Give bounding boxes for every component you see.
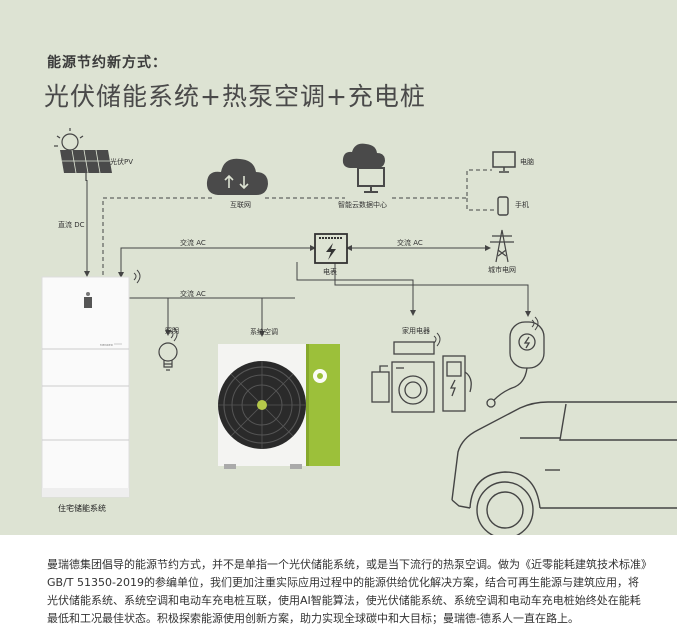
connection-lines [84, 180, 531, 337]
ac-edge-label-bottom: 交流 AC [180, 290, 206, 298]
computer-icon [492, 151, 516, 173]
diagram-graphics: MENRED [41, 128, 677, 535]
wifi-icon [170, 316, 539, 342]
meter-icon [314, 233, 348, 264]
computer-label: 电脑 [520, 158, 534, 166]
grid-label: 城市电网 [488, 266, 516, 274]
ev-charger-icon [486, 321, 545, 408]
ac-line-storage-meter [118, 245, 316, 278]
data-line-storage-internet [102, 197, 212, 275]
svg-text:MENRED: MENRED [100, 343, 114, 347]
meter-to-charger [334, 262, 531, 317]
pv-label: 光伏PV [110, 158, 134, 166]
energy-system-diagram: 能源节约新方式： 光伏储能系统+热泵空调+充电桩 [0, 0, 677, 535]
storage-unit: MENRED [41, 276, 130, 498]
appliances-label: 家用电器 [402, 327, 430, 335]
grid-tower-icon [490, 229, 514, 263]
footer-paragraph: 曼瑞德集团倡导的能源节约方式，并不是单指一个光伏储能系统，或是当下流行的热泵空调… [47, 558, 647, 625]
data-lines [102, 169, 495, 275]
internet-cloud-icon [206, 158, 268, 195]
ac-system-label: 系统空调 [250, 328, 278, 336]
heat-pump-unit [218, 344, 340, 469]
appliances-icon [371, 341, 472, 413]
phone-icon [497, 196, 509, 216]
dc-edge-label: 直流 DC [58, 221, 85, 229]
meter-down [296, 262, 416, 316]
wifi-icon [133, 269, 441, 347]
headline-title: 光伏储能系统+热泵空调+充电桩 [44, 82, 426, 111]
storage-label: 住宅储能系统 [58, 504, 106, 513]
phone-label: 手机 [515, 201, 529, 209]
ac-edge-label-right: 交流 AC [397, 239, 423, 247]
ac-edge-label-top: 交流 AC [180, 239, 206, 247]
kicker-title: 能源节约新方式： [47, 55, 167, 71]
internet-label: 互联网 [230, 201, 251, 209]
cloud-data-center-icon [342, 143, 385, 193]
solar-panel-icon [54, 128, 112, 181]
light-bulb-icon [158, 342, 178, 371]
data-line-cloud-devices [392, 169, 495, 211]
car-outline [451, 401, 677, 535]
cloud-label: 智能云数据中心 [338, 201, 387, 209]
lighting-label: 照明 [165, 327, 179, 335]
meter-label: 电表 [323, 268, 337, 276]
